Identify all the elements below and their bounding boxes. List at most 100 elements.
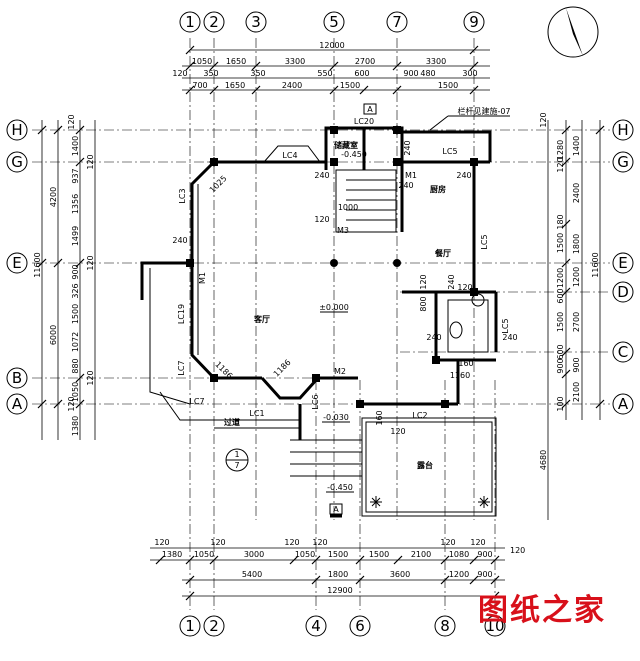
room-labels: 储藏室 厨房 餐厅 客厅 过道 露台 — [224, 140, 451, 470]
dim: 120 — [154, 538, 169, 547]
terrace-star-icon — [209, 125, 490, 508]
dim: 240 — [426, 333, 441, 342]
dim: 120 — [312, 538, 327, 547]
dim: 3000 — [244, 550, 264, 559]
dim: 1200 — [556, 268, 565, 288]
dim: 326 — [71, 283, 80, 298]
dim: 1186 — [272, 358, 293, 379]
room-storage: 储藏室 — [333, 140, 358, 150]
dim: 550 — [317, 69, 332, 78]
dim: 1280 — [556, 140, 565, 160]
watermark: 图纸之家 — [478, 593, 606, 628]
section-mark: A — [333, 505, 339, 514]
dim: 1050 — [295, 550, 315, 559]
dim: 2400 — [282, 81, 302, 90]
dim: 120 — [457, 283, 472, 292]
dim: 480 — [420, 69, 435, 78]
axis-label: H — [11, 121, 22, 139]
dim: 240 — [172, 236, 187, 245]
dim: 120 — [67, 114, 76, 129]
dim: 1050 — [194, 550, 214, 559]
north-arrow-icon — [547, 6, 599, 58]
dim: 900 — [477, 570, 492, 579]
dim: 4200 — [49, 187, 58, 207]
window-label: LC20 — [354, 117, 374, 126]
dim: 1380 — [162, 550, 182, 559]
detail-num: 1 — [234, 450, 239, 459]
axis-label: 3 — [251, 13, 261, 31]
dim-total: 12900 — [327, 586, 352, 595]
bottom-dimensions: 120 120 120 120 120 120 1380 1050 3000 1… — [150, 538, 525, 601]
dim: 1072 — [71, 332, 80, 352]
axis-label: A — [618, 395, 629, 413]
dim: 300 — [462, 69, 477, 78]
room-terrace: 露台 — [417, 460, 433, 470]
window-label: LC6 — [311, 394, 320, 409]
dim: 1650 — [225, 81, 245, 90]
dim: 120 — [419, 274, 428, 289]
dim: 1500 — [369, 550, 389, 559]
dim: 2100 — [411, 550, 431, 559]
opening-labels: LC20 LC4 LC5 LC5 LC5 LC3 LC19 LC7 LC7 LC… — [177, 117, 510, 420]
dim: 1356 — [71, 194, 80, 214]
dim: 937 — [71, 168, 80, 183]
dim: 1400 — [572, 136, 581, 156]
dim: 120 — [314, 215, 329, 224]
dim: 240 — [398, 181, 413, 190]
dim: 240 — [447, 274, 456, 289]
detail-callout-icon: 1 7 — [225, 448, 249, 472]
dim: 120 — [86, 370, 95, 385]
dim-total: 11600 — [591, 252, 600, 277]
dim: 900 — [477, 550, 492, 559]
window-label: LC5 — [442, 147, 457, 156]
dim: 240 — [456, 171, 471, 180]
axis-label: E — [618, 254, 627, 272]
window-label: LC7 — [189, 397, 204, 406]
dim-extra: 120 — [510, 546, 525, 555]
door-label: M2 — [334, 367, 346, 376]
axis-lines — [32, 38, 610, 610]
dim: 1160 — [450, 371, 470, 380]
dim: 160 — [458, 359, 473, 368]
dim: 700 — [192, 81, 207, 90]
dim: 240 — [403, 140, 412, 155]
dim: 1025 — [208, 174, 229, 195]
axis-bubbles-bottom: 1 2 4 6 8 10 — [179, 615, 506, 637]
dim: 900 — [403, 69, 418, 78]
axis-label: A — [12, 395, 23, 413]
axis-label: B — [12, 369, 22, 387]
window-label: LC7 — [177, 360, 186, 375]
dim: 120 — [86, 255, 95, 270]
elevation: -0.030 — [323, 413, 349, 422]
dim: 240 — [502, 333, 517, 342]
window-label: LC5 — [480, 234, 489, 249]
section-markers: A A — [329, 103, 377, 518]
dim: 120 — [539, 112, 548, 127]
dim: 1080 — [449, 550, 469, 559]
columns — [186, 126, 478, 408]
dim: 1800 — [328, 570, 348, 579]
dim: 1050 — [192, 57, 212, 66]
dim: 2700 — [355, 57, 375, 66]
top-dimensions: 12000 1050 1650 3300 2700 3300 120 350 3… — [172, 41, 490, 95]
axis-label: 2 — [209, 13, 219, 31]
dim: 1200 — [449, 570, 469, 579]
dim: 100 — [556, 396, 565, 411]
axis-label: H — [617, 121, 628, 139]
dim: 600 — [556, 344, 565, 359]
dim: 1650 — [226, 57, 246, 66]
dim: 1400 — [71, 136, 80, 156]
left-dimensions: 11600 4200 6000 1400 937 1356 1499 900 3… — [33, 114, 96, 440]
dim: 120 — [210, 538, 225, 547]
axis-label: G — [11, 153, 23, 171]
dim: 3300 — [426, 57, 446, 66]
axis-label: 1 — [185, 13, 195, 31]
dim: 1000 — [338, 203, 358, 212]
dim: 900 — [71, 264, 80, 279]
annotations: -0.450 ±0.000 -0.030 -0.450 栏杆见建施-07 102… — [172, 106, 518, 493]
dim: 120 — [172, 69, 187, 78]
dim: 1050 — [71, 382, 80, 402]
door-label: M1 — [198, 272, 207, 284]
dim: 120 — [440, 538, 455, 547]
dim: 120 — [470, 538, 485, 547]
